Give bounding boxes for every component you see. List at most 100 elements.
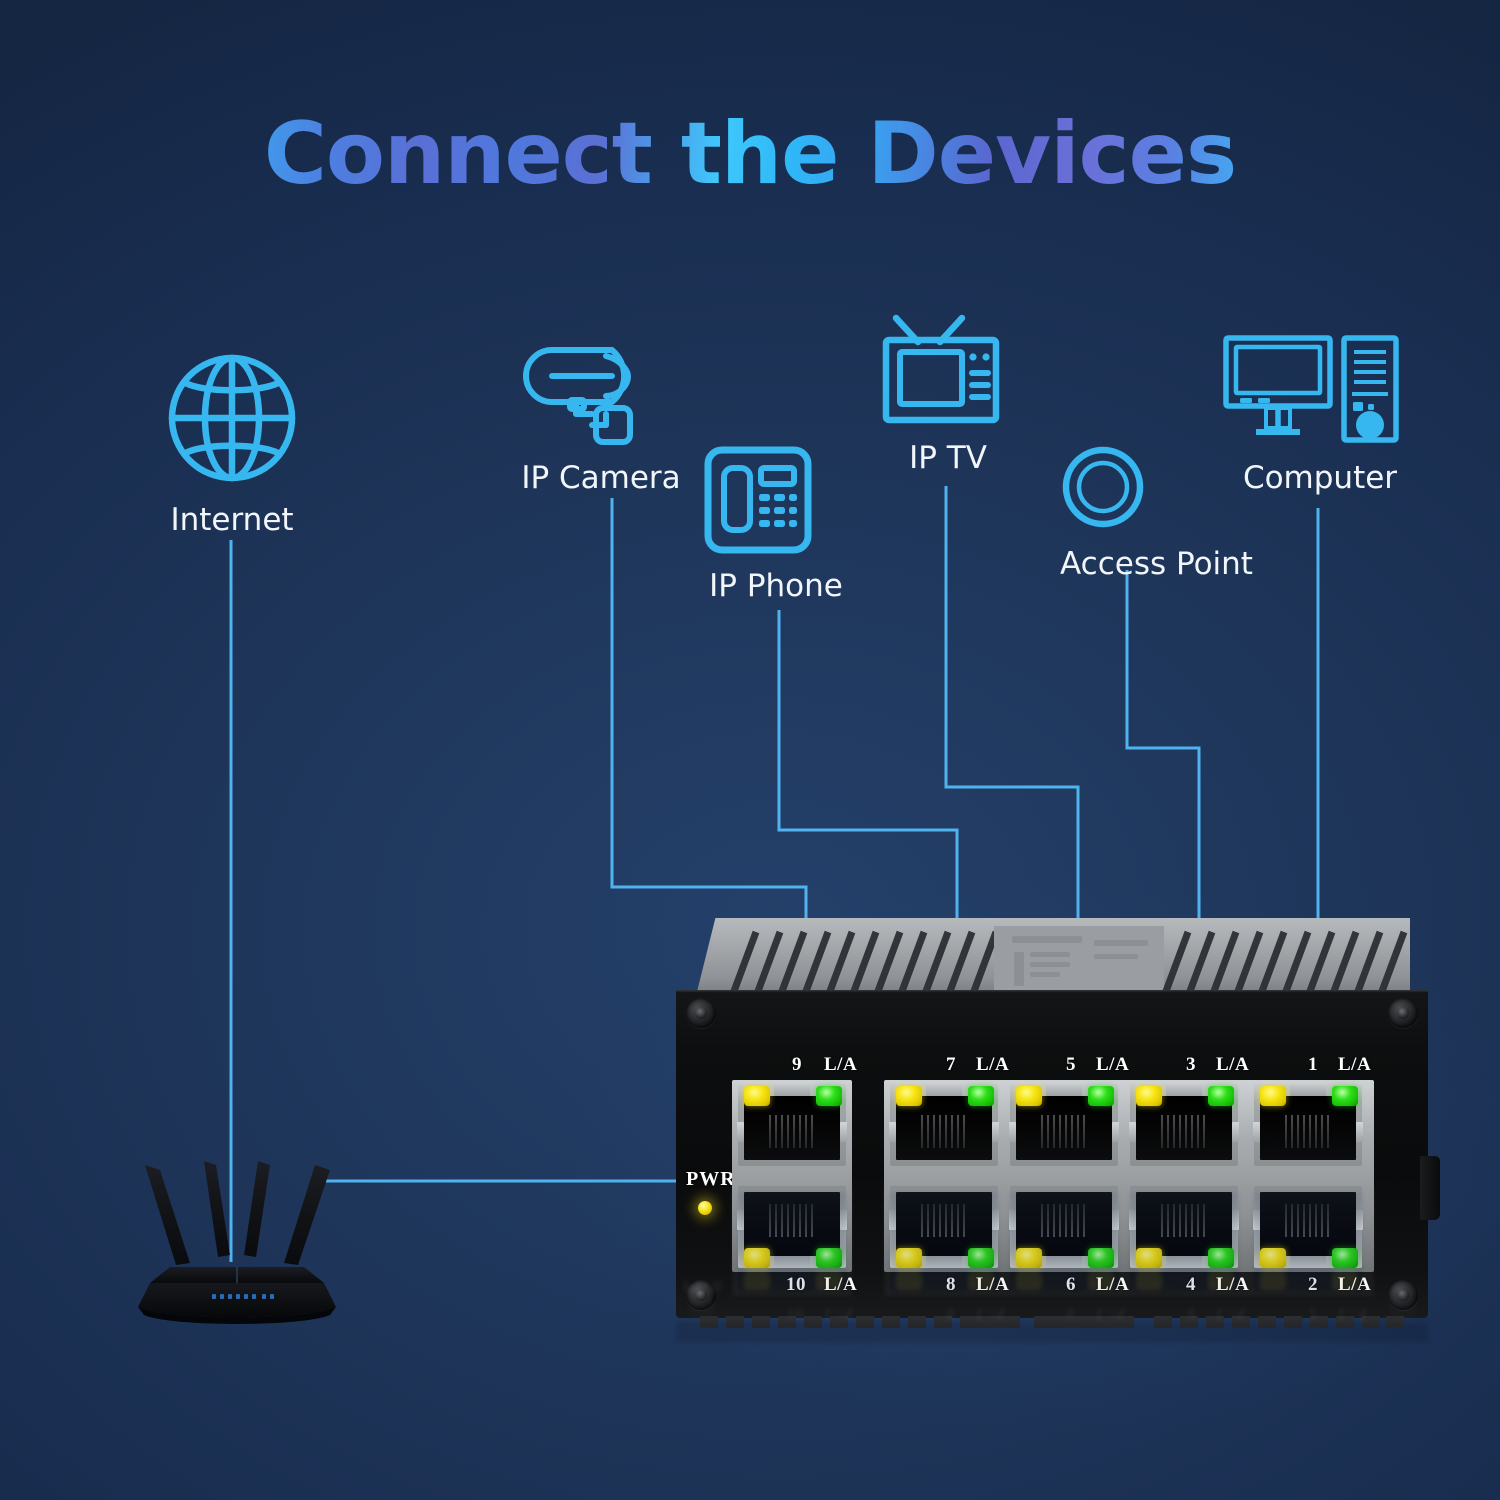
- port-mouth: [896, 1096, 992, 1160]
- port-clip-right: [1112, 1121, 1119, 1142]
- port-la-1: L/A: [1338, 1054, 1372, 1075]
- led-port-1-speed: [1260, 1086, 1286, 1106]
- port-mouth: [896, 1192, 992, 1256]
- port-pins: [1040, 1203, 1087, 1237]
- port-la-8: L/A: [976, 1274, 1010, 1295]
- device-label-access-point: Access Point: [1060, 546, 1253, 582]
- led-port-10-link: [816, 1248, 842, 1268]
- port-notch: [1289, 1255, 1327, 1268]
- port-notch: [925, 1084, 963, 1097]
- port-clip-left: [889, 1121, 896, 1142]
- rj45-port-1[interactable]: [1253, 1084, 1363, 1166]
- power-label: PWR: [686, 1168, 736, 1190]
- port-clip-right: [1356, 1121, 1363, 1142]
- port-notch: [1165, 1255, 1203, 1268]
- device-ip-tv[interactable]: IP TV: [878, 312, 1018, 476]
- rj45-port-9[interactable]: [737, 1084, 847, 1166]
- television-icon: [882, 314, 1000, 424]
- port-number-5: 5: [1066, 1054, 1076, 1075]
- port-la-2: L/A: [1338, 1274, 1372, 1295]
- port-clip-left: [1253, 1210, 1260, 1231]
- port-pins: [920, 1115, 967, 1149]
- led-port-10-speed: [744, 1248, 770, 1268]
- led-port-5-link: [1088, 1086, 1114, 1106]
- port-mouth: [1016, 1096, 1112, 1160]
- led-port-6-speed: [1016, 1248, 1042, 1268]
- port-notch: [1165, 1084, 1203, 1097]
- device-ip-phone[interactable]: IP Phone: [700, 442, 852, 604]
- router-led-strip: [212, 1294, 274, 1299]
- port-mouth: [1136, 1192, 1232, 1256]
- port-mouth: [744, 1192, 840, 1256]
- power-led: [698, 1201, 712, 1215]
- led-port-3-link: [1208, 1086, 1234, 1106]
- device-label-ip-tv: IP TV: [909, 440, 987, 476]
- rj45-port-5[interactable]: [1009, 1084, 1119, 1166]
- port-number-9: 9: [792, 1054, 802, 1075]
- port-pins: [1284, 1115, 1331, 1149]
- led-port-4-speed: [1136, 1248, 1162, 1268]
- led-port-8-link: [968, 1248, 994, 1268]
- port-number-7: 7: [946, 1054, 956, 1075]
- led-port-9-speed: [744, 1086, 770, 1106]
- port-notch: [773, 1255, 811, 1268]
- led-port-2-speed: [1260, 1248, 1286, 1268]
- wireless-router[interactable]: [112, 1155, 362, 1355]
- chassis-screw-top-left: [686, 998, 716, 1028]
- port-clip-left: [889, 1210, 896, 1231]
- port-pins: [1284, 1203, 1331, 1237]
- globe-icon: [168, 354, 296, 482]
- port-mouth: [1016, 1192, 1112, 1256]
- led-port-9-link: [816, 1086, 842, 1106]
- port-pins: [920, 1203, 967, 1237]
- port-pins: [768, 1203, 815, 1237]
- side-mount-bracket: [1420, 1156, 1440, 1220]
- led-port-7-speed: [896, 1086, 922, 1106]
- device-internet[interactable]: Internet: [152, 352, 312, 538]
- port-clip-right: [1112, 1210, 1119, 1231]
- led-port-3-speed: [1136, 1086, 1162, 1106]
- port-la-10: L/A: [824, 1274, 858, 1295]
- access-point-icon: [1062, 446, 1144, 528]
- port-clip-right: [1232, 1210, 1239, 1231]
- port-mouth: [1260, 1096, 1356, 1160]
- port-number-4: 4: [1186, 1274, 1196, 1295]
- desktop-computer-icon: [1223, 335, 1399, 443]
- port-clip-left: [737, 1210, 744, 1231]
- port-la-3: L/A: [1216, 1054, 1250, 1075]
- port-la-6: L/A: [1096, 1274, 1130, 1295]
- industrial-ethernet-switch[interactable]: PWR: [676, 918, 1440, 1338]
- port-mouth: [744, 1096, 840, 1160]
- port-la-7: L/A: [976, 1054, 1010, 1075]
- vent-slots: [700, 1316, 1404, 1328]
- device-ip-camera[interactable]: IP Camera: [518, 330, 684, 496]
- device-computer[interactable]: Computer: [1222, 330, 1418, 496]
- led-port-6-link: [1088, 1248, 1114, 1268]
- led-port-2-link: [1332, 1248, 1358, 1268]
- port-number-10: 10: [786, 1274, 806, 1295]
- device-label-internet: Internet: [170, 502, 294, 538]
- chassis-screw-top-right: [1388, 998, 1418, 1028]
- port-clip-right: [840, 1210, 847, 1231]
- port-notch: [1045, 1255, 1083, 1268]
- device-access-point[interactable]: Access Point: [1060, 444, 1253, 582]
- port-mouth: [1260, 1192, 1356, 1256]
- port-clip-left: [1253, 1121, 1260, 1142]
- port-clip-left: [737, 1121, 744, 1142]
- port-number-1: 1: [1308, 1054, 1318, 1075]
- port-la-4: L/A: [1216, 1274, 1250, 1295]
- led-port-5-speed: [1016, 1086, 1042, 1106]
- cctv-camera-icon: [523, 347, 633, 445]
- led-port-7-link: [968, 1086, 994, 1106]
- port-clip-right: [992, 1210, 999, 1231]
- port-clip-right: [1356, 1210, 1363, 1231]
- device-label-ip-phone: IP Phone: [709, 568, 843, 604]
- port-clip-right: [1232, 1121, 1239, 1142]
- port-pins: [1160, 1115, 1207, 1149]
- desk-phone-icon: [704, 446, 812, 554]
- port-notch: [773, 1084, 811, 1097]
- router-antennas: [145, 1161, 330, 1265]
- chassis-screw-bottom-left: [686, 1280, 716, 1310]
- led-port-4-link: [1208, 1248, 1234, 1268]
